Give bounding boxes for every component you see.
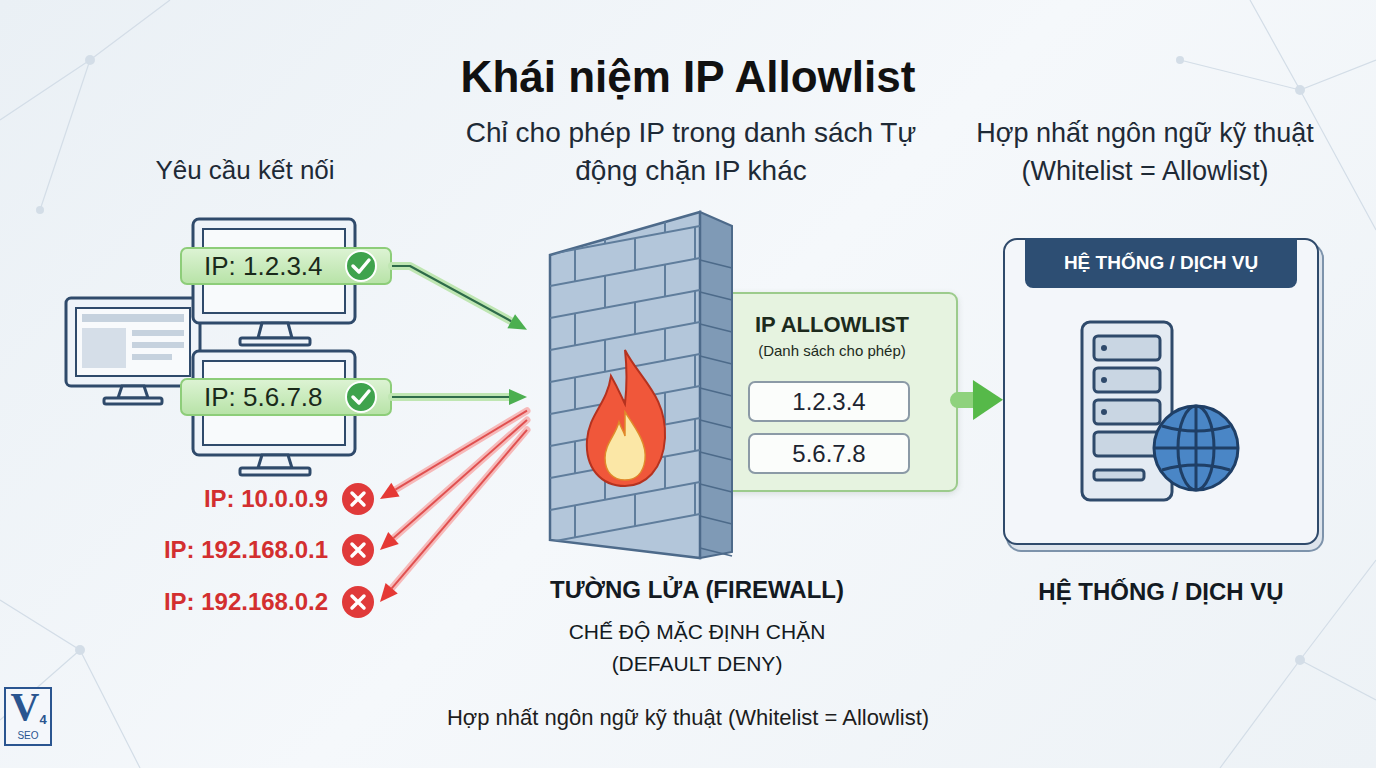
arrow-line bbox=[395, 411, 527, 490]
blocked-ip: IP: 10.0.0.9 bbox=[140, 481, 380, 517]
allowlist-entry: 1.2.3.4 bbox=[748, 381, 910, 422]
server-icon bbox=[1082, 322, 1172, 500]
check-icon bbox=[344, 380, 378, 414]
subtitle-text: Chỉ cho phép IP trong danh sách Tự động … bbox=[458, 114, 924, 190]
connector-arrow bbox=[380, 411, 527, 499]
connector-arrow bbox=[380, 430, 527, 602]
ip-address: IP: 1.2.3.4 bbox=[204, 249, 323, 283]
ip-address: IP: 10.0.0.9 bbox=[204, 481, 328, 517]
blocked-ip: IP: 192.168.0.1 bbox=[140, 532, 380, 568]
arrow-band bbox=[392, 266, 511, 321]
arrow-band bbox=[958, 392, 973, 408]
system-header: HỆ THỐNG / DỊCH VỤ bbox=[1025, 238, 1297, 288]
flame-outer bbox=[587, 350, 665, 486]
arrow-band bbox=[395, 411, 527, 490]
allowed-ip-pill: IP: 1.2.3.4 bbox=[180, 247, 392, 285]
connector-arrow bbox=[392, 266, 527, 330]
diagram-title: Khái niệm IP Allowlist bbox=[0, 50, 1376, 104]
arrow-heads bbox=[507, 314, 527, 330]
caption-text: Hợp nhất ngôn ngữ kỹ thuật (Whitelist = … bbox=[288, 703, 1088, 733]
connector-arrow bbox=[380, 420, 527, 550]
system-label: HỆ THỐNG / DỊCH VỤ bbox=[983, 578, 1339, 606]
arrow-head bbox=[380, 483, 400, 499]
ip-address: 1.2.3.4 bbox=[750, 383, 908, 420]
wall-front bbox=[550, 212, 700, 558]
firewall: TƯỜNG LỬA (FIREWALL) CHẾ ĐỘ MẶC ĐỊNH CHẶN… bbox=[527, 200, 867, 690]
deny-icon bbox=[340, 532, 376, 568]
deny-icon bbox=[340, 584, 376, 620]
arrow-head bbox=[507, 314, 527, 330]
note-text: Hợp nhất ngôn ngữ kỹ thuật (Whitelist = … bbox=[955, 114, 1335, 190]
panel-title: IP ALLOWLIST bbox=[707, 312, 957, 338]
ip-address: IP: 5.6.7.8 bbox=[204, 380, 323, 414]
logo-text: SEO bbox=[6, 730, 50, 742]
check-icon bbox=[344, 249, 378, 283]
arrow-heads bbox=[973, 380, 1003, 420]
arrow-head bbox=[973, 380, 1003, 420]
arrow-head bbox=[380, 532, 399, 550]
ip-address: IP: 192.168.0.1 bbox=[164, 532, 328, 568]
section-label: Yêu cầu kết nối bbox=[120, 152, 370, 188]
firewall-mode: CHẾ ĐỘ MẶC ĐỊNH CHẶN (DEFAULT DENY) bbox=[527, 616, 867, 680]
arrow-heads bbox=[509, 389, 527, 405]
panel-subtitle: (Danh sách cho phép) bbox=[707, 342, 957, 359]
blocked-ip: IP: 192.168.0.2 bbox=[140, 584, 380, 620]
arrow-head bbox=[509, 389, 527, 405]
arrow-line bbox=[392, 430, 527, 589]
arrow-line bbox=[392, 396, 509, 398]
allowed-ip-pill: IP: 5.6.7.8 bbox=[180, 378, 392, 416]
connector-arrow bbox=[392, 389, 527, 405]
wall-bricks bbox=[550, 201, 700, 542]
arrow-heads bbox=[380, 483, 400, 499]
globe-icon bbox=[1154, 406, 1238, 490]
arrow-band bbox=[392, 393, 509, 401]
firewall-wall bbox=[527, 200, 867, 570]
arrow-band bbox=[392, 430, 527, 589]
arrow-head bbox=[380, 583, 398, 602]
allowlist-entry: 5.6.7.8 bbox=[748, 433, 910, 474]
wall-side-bricks bbox=[700, 260, 732, 556]
ip-address: IP: 192.168.0.2 bbox=[164, 584, 328, 620]
arrow-heads bbox=[380, 532, 399, 550]
logo-letter: V bbox=[8, 684, 42, 730]
firewall-title: TƯỜNG LỬA (FIREWALL) bbox=[527, 574, 867, 606]
connector-arrow bbox=[958, 380, 1003, 420]
ip-address: 5.6.7.8 bbox=[750, 435, 908, 472]
deny-icon bbox=[340, 481, 376, 517]
arrow-line bbox=[394, 420, 528, 538]
arrow-heads bbox=[380, 583, 398, 602]
arrow-line bbox=[392, 266, 511, 321]
flame-inner bbox=[605, 412, 645, 480]
arrow-band bbox=[394, 420, 528, 538]
wall-side bbox=[700, 212, 732, 558]
logo-number: 4 bbox=[36, 712, 50, 728]
